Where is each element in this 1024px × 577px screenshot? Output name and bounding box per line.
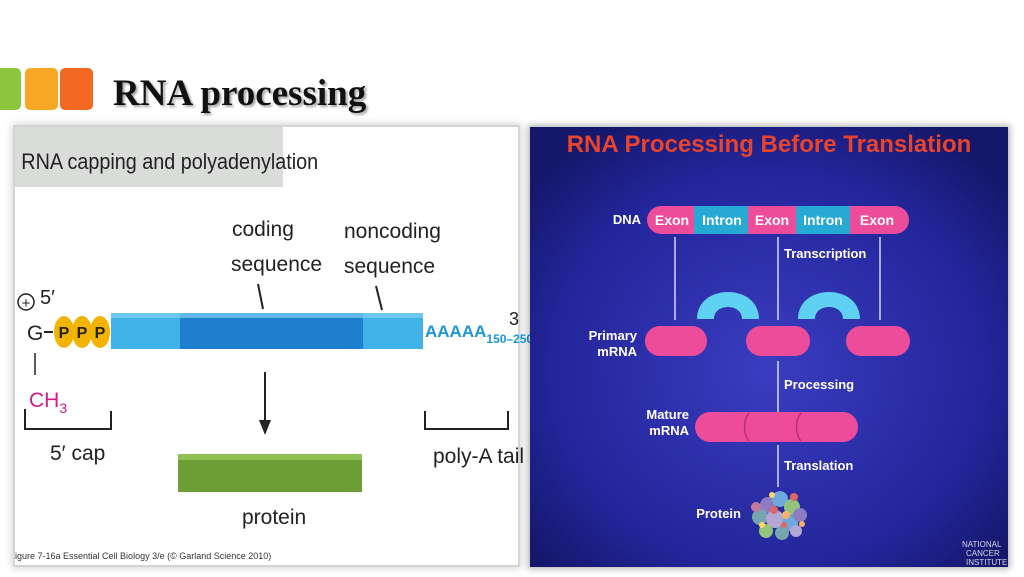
phosphate-3 (90, 316, 110, 348)
mature-junction-2 (795, 412, 802, 442)
primary-exon-1 (645, 326, 707, 356)
translation-label: Translation (784, 458, 853, 473)
rna-processing-figure: RNA Processing Before Translation DNA Ex… (530, 127, 1008, 567)
slide-title: RNA processing (113, 73, 367, 114)
protein-bar (178, 454, 362, 492)
capping-polyadenylation-figure: RNA capping and polyadenylation coding s… (15, 127, 533, 565)
translation-arrow-head (259, 420, 271, 435)
protein-molecule (751, 491, 807, 540)
cap-bracket (24, 409, 112, 430)
nci-credit-3: INSTITUTE (966, 558, 1007, 567)
noncoding-pointer (375, 285, 383, 311)
coding-label-1: coding (232, 218, 294, 241)
protein-label: Protein (696, 506, 741, 521)
mature-mrna (695, 412, 858, 442)
transcription-label: Transcription (784, 246, 866, 261)
mature-mrna-label-2: mRNA (649, 423, 689, 438)
positive-charge-symbol: + (22, 295, 31, 312)
methyl-group: CH3 (29, 389, 67, 416)
decor-square-green (0, 68, 21, 110)
spliceosome-1 (697, 292, 759, 319)
polya-label: poly-A tail (433, 445, 524, 468)
primary-exon-2 (746, 326, 810, 356)
decor-square-orange (60, 68, 93, 110)
phosphate-label-3: P (95, 325, 106, 342)
coding-pointer (257, 283, 264, 310)
decor-square-yellow (25, 68, 58, 110)
dna-segment-2: Intron (702, 212, 742, 228)
nci-credit-2: CANCER (966, 549, 1000, 558)
figure-caption: igure 7-16a Essential Cell Biology 3/e (… (15, 551, 271, 561)
three-prime-label: 3 (509, 309, 519, 329)
coding-sequence-region (180, 313, 363, 349)
phosphate-1 (54, 316, 74, 348)
phosphate-2 (72, 316, 92, 348)
primary-mrna-label-2: mRNA (597, 344, 637, 359)
phosphate-label-2: P (77, 325, 88, 342)
primary-exon-3 (846, 326, 910, 356)
coding-label-2: sequence (231, 253, 322, 276)
polya-sequence: AAAAA150–250 (425, 322, 533, 346)
cap-label: 5′ cap (50, 442, 105, 465)
figure-title: RNA Processing Before Translation (567, 131, 972, 158)
dna-segment-1: Exon (655, 212, 689, 228)
noncoding-label-1: noncoding (344, 220, 441, 243)
guanine-label: G (27, 322, 43, 345)
dna-segment-4: Intron (803, 212, 843, 228)
dna-label: DNA (613, 212, 642, 227)
figure-header: RNA capping and polyadenylation (21, 150, 318, 174)
figure-header-box (15, 127, 283, 187)
protein-label: protein (242, 506, 306, 529)
spliceosome-2 (798, 292, 860, 319)
processing-label: Processing (784, 377, 854, 392)
nci-credit-1: NATIONAL (962, 540, 1002, 549)
primary-mrna-label-1: Primary (589, 328, 638, 343)
positive-charge-icon (17, 293, 35, 311)
mature-mrna-label-1: Mature (646, 407, 689, 422)
dna-intron-2 (796, 206, 850, 234)
noncoding-label-2: sequence (344, 255, 435, 278)
phosphate-label-1: P (59, 325, 70, 342)
dna-intron-1 (694, 206, 748, 234)
dna-segment-3: Exon (755, 212, 789, 228)
mrna-highlight (111, 313, 423, 318)
protein-bar-highlight (178, 454, 362, 460)
five-prime-label: 5′ (40, 287, 55, 309)
dna-segment-5: Exon (860, 212, 894, 228)
mature-junction-1 (743, 412, 750, 442)
polya-bracket (424, 411, 509, 430)
